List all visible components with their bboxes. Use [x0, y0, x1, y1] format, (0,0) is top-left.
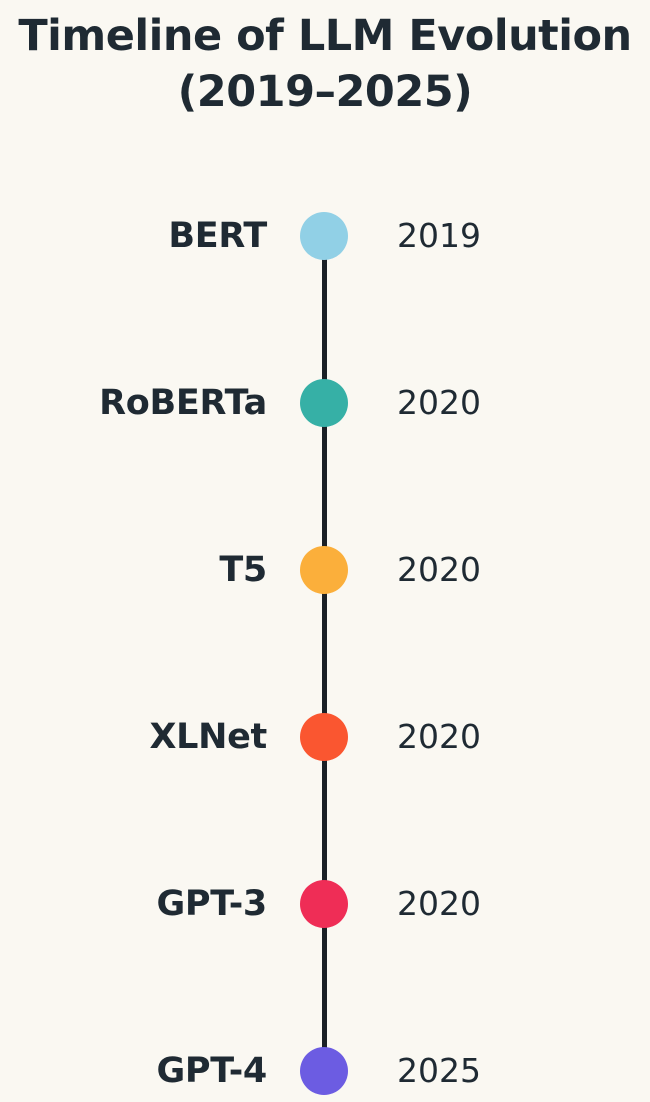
- timeline-event-row: BERT 2019: [0, 208, 650, 264]
- page-title: Timeline of LLM Evolution (2019–2025): [0, 8, 650, 120]
- event-label: BERT: [168, 216, 267, 256]
- timeline-event-row: T5 2020: [0, 542, 650, 598]
- event-year: 2019: [397, 216, 481, 255]
- title-line-1: Timeline of LLM Evolution: [18, 11, 632, 61]
- event-year: 2025: [397, 1051, 481, 1090]
- timeline-event-row: RoBERTa 2020: [0, 375, 650, 431]
- timeline-event-row: XLNet 2020: [0, 709, 650, 765]
- timeline-axis-line: [322, 240, 327, 1070]
- event-marker-dot[interactable]: [300, 546, 348, 594]
- event-year: 2020: [397, 383, 481, 422]
- title-line-2: (2019–2025): [177, 67, 473, 117]
- event-marker-dot[interactable]: [300, 1047, 348, 1095]
- timeline-event-row: GPT-4 2025: [0, 1043, 650, 1099]
- event-label: GPT-3: [156, 884, 268, 924]
- event-year: 2020: [397, 884, 481, 923]
- event-marker-dot[interactable]: [300, 212, 348, 260]
- event-year: 2020: [397, 717, 481, 756]
- event-marker-dot[interactable]: [300, 379, 348, 427]
- event-marker-dot[interactable]: [300, 880, 348, 928]
- event-label: XLNet: [149, 717, 267, 757]
- timeline-event-row: GPT-3 2020: [0, 876, 650, 932]
- event-marker-dot[interactable]: [300, 713, 348, 761]
- event-label: RoBERTa: [99, 383, 267, 423]
- event-year: 2020: [397, 550, 481, 589]
- event-label: T5: [219, 550, 267, 590]
- event-label: GPT-4: [156, 1051, 268, 1091]
